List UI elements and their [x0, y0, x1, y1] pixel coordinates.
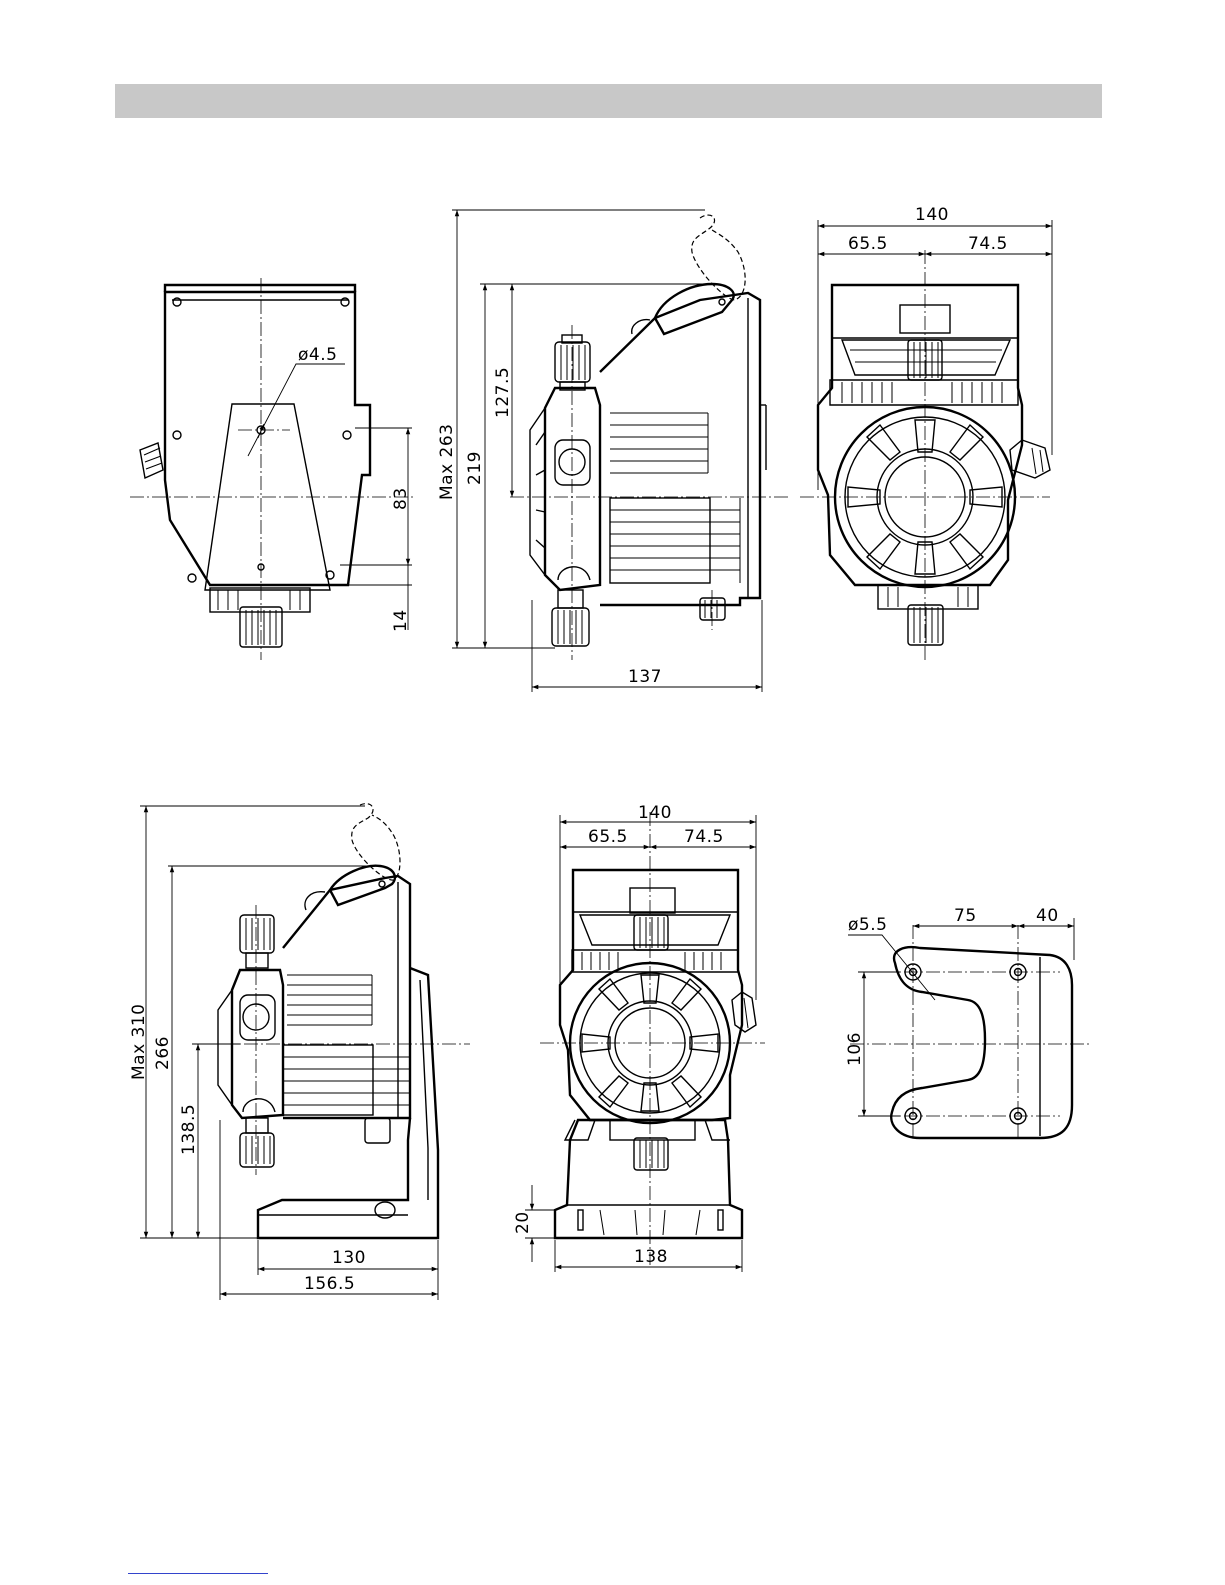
dim-266: 266	[153, 1036, 173, 1070]
dim-138: 138	[634, 1247, 668, 1267]
dim-hole-diameter-front: ø4.5	[298, 345, 337, 365]
dim-140-bottom: 140	[638, 803, 672, 823]
dim-106: 106	[845, 1032, 865, 1066]
dim-65-5-top: 65.5	[848, 234, 888, 254]
front-view-wall-mount	[130, 278, 415, 660]
dim-40: 40	[1036, 906, 1059, 926]
footer-link-underline	[128, 1573, 268, 1574]
dim-max-310: Max 310	[129, 1004, 149, 1081]
side-view-floor-mount	[140, 804, 470, 1300]
dim-75: 75	[954, 906, 977, 926]
dim-max-263: Max 263	[437, 424, 457, 501]
dim-hole-diameter-bracket: ø5.5	[848, 915, 887, 935]
side-view-wall-mount	[452, 210, 790, 692]
dim-138-5: 138.5	[179, 1104, 199, 1155]
front-view-floor-mount	[525, 812, 765, 1272]
dim-14: 14	[391, 609, 411, 632]
dim-127-5: 127.5	[493, 367, 513, 418]
dim-140-top: 140	[915, 205, 949, 225]
dim-74-5-top: 74.5	[968, 234, 1008, 254]
dim-130: 130	[332, 1248, 366, 1268]
dim-137: 137	[628, 667, 662, 687]
bracket-plan-view	[848, 918, 1090, 1140]
rear-view-wall-mount	[800, 220, 1052, 660]
dim-83: 83	[391, 487, 411, 510]
dim-74-5-bottom: 74.5	[684, 827, 724, 847]
dim-219: 219	[465, 451, 485, 485]
dim-20: 20	[513, 1211, 533, 1234]
dim-156-5: 156.5	[304, 1274, 355, 1294]
dim-65-5-bottom: 65.5	[588, 827, 628, 847]
